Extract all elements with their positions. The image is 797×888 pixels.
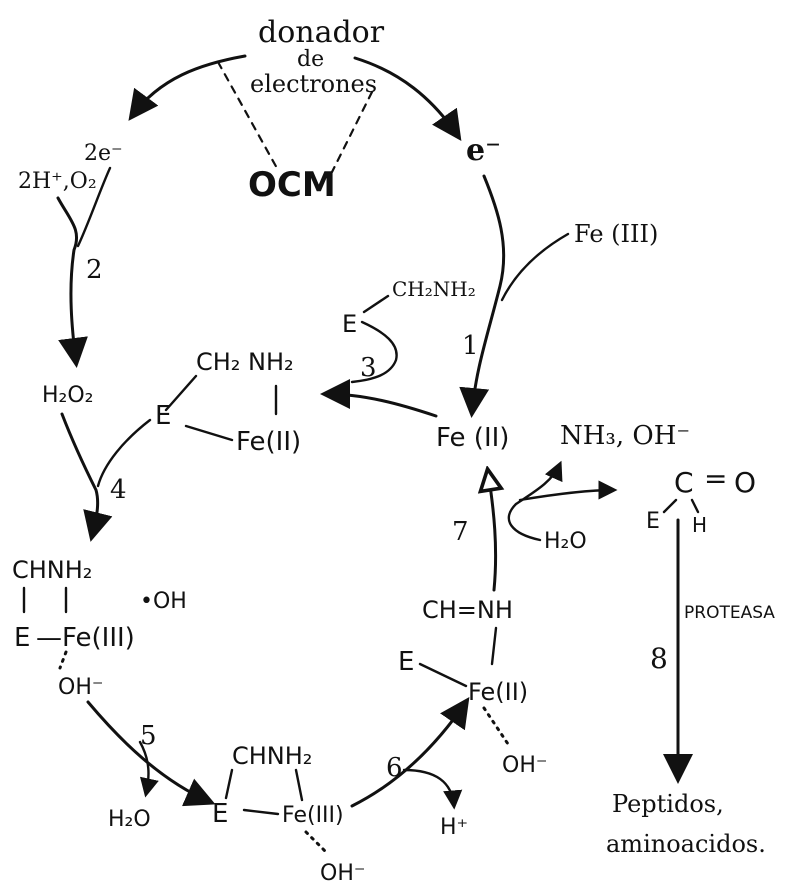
imine-complex-metal: Fe(II) (468, 678, 528, 706)
water-5: H₂O (108, 807, 151, 832)
arrow-step-7-aldehyde (518, 480, 618, 502)
products-final-line-1: Peptidos, (612, 790, 724, 818)
arrow-step-6-proton (402, 768, 463, 810)
aldehyde-o: O (734, 466, 756, 499)
imine-complex-bond-v (490, 626, 498, 666)
electron-join-2 (76, 166, 112, 248)
imine-complex-bond-e (418, 662, 468, 688)
aldehyde-e: E (646, 509, 660, 534)
enzyme-free-group: CH₂NH₂ (392, 277, 476, 301)
arrow-step-1 (459, 174, 506, 418)
fe2-center-label: Fe (II) (436, 423, 509, 453)
step-8-label: 8 (650, 642, 668, 675)
aldehyde-h: H (692, 513, 707, 537)
arrow-step-3 (320, 379, 438, 418)
complex-fe3-radical: •OH (140, 589, 187, 614)
radical-complex-bond-left (224, 768, 234, 800)
step-1-label: 1 (462, 331, 479, 361)
step-2-label: 2 (86, 255, 103, 285)
radical-complex-dots (304, 830, 330, 856)
products-final-line-2: aminoacidos. (606, 830, 766, 858)
arrow-donor-to-left (128, 54, 247, 121)
imine-complex-e: E (398, 647, 414, 677)
left-reactants: 2H⁺,O₂ (18, 169, 97, 194)
complex-fe2-bond-e (164, 374, 198, 412)
arrow-step-4-join (96, 418, 152, 488)
fe3-join (500, 232, 570, 302)
arrow-step-5 (86, 700, 216, 807)
products-nh3: NH₃, OH⁻ (560, 421, 690, 451)
complex-fe2-bond-fe (184, 424, 234, 442)
proton-label: H⁺ (440, 815, 468, 840)
fe3-input-label: Fe (III) (574, 220, 658, 248)
arrow-step-4 (60, 412, 113, 542)
dash-line-right (330, 90, 374, 174)
h2o2-label: H₂O₂ (42, 383, 94, 408)
aldehyde-eq: = (704, 462, 727, 495)
complex-fe2-e: E (155, 401, 171, 431)
complex-fe3-e: E (14, 623, 30, 653)
protease-label: PROTEASA (684, 603, 775, 623)
aldehyde-bond-e (662, 498, 678, 514)
left-electrons: 2e⁻ (84, 141, 123, 166)
donor-line-3: electrones (250, 70, 377, 98)
enzyme-free-e: E (342, 310, 357, 338)
donor-line-1: donador (258, 15, 385, 50)
complex-fe3-ligand: OH⁻ (58, 675, 103, 700)
radical-complex-metal: Fe(III) (282, 803, 344, 828)
arrow-step-7 (488, 472, 496, 592)
step-4-label: 4 (110, 475, 127, 505)
arrow-step-2 (56, 196, 88, 368)
aldehyde-bond-h (690, 498, 700, 514)
imine-complex-group: CH=NH (422, 596, 513, 624)
radical-complex-group: CHNH₂ (232, 742, 312, 770)
imine-complex-dots (482, 706, 510, 746)
complex-fe3-dots (58, 650, 68, 670)
dash-line-left (216, 60, 280, 172)
radical-complex-ligand: OH⁻ (320, 861, 365, 886)
e-right-label: e⁻ (466, 133, 501, 168)
arrow-step-6 (350, 697, 470, 808)
arrow-donor-to-e-right (353, 56, 462, 141)
ocm-label: OCM (248, 165, 336, 205)
radical-complex-bond-right (294, 768, 304, 802)
radical-complex-bond-fe (242, 808, 280, 816)
step-5-label: 5 (140, 721, 157, 751)
imine-complex-ligand: OH⁻ (502, 753, 547, 778)
water-7: H₂O (544, 529, 587, 554)
radical-complex-e: E (212, 799, 228, 829)
step-3-label: 3 (360, 353, 377, 383)
arrow-step-5-water (138, 740, 159, 798)
complex-fe3-metal: —Fe(III) (36, 623, 135, 653)
arrow-step-7-water (507, 460, 563, 542)
aldehyde-c: C (674, 466, 694, 499)
arrow-step-3-feed (350, 320, 398, 384)
donor-line-2: de (297, 47, 324, 72)
step-7-label: 7 (452, 517, 469, 547)
complex-fe2-metal: Fe(II) (236, 427, 301, 457)
electron-donor: donador de electrones (250, 15, 385, 98)
complex-fe3-group: CHNH₂ (12, 556, 92, 584)
step-6-label: 6 (386, 753, 403, 783)
complex-fe2-group: CH₂ NH₂ (196, 348, 294, 376)
enzyme-free-bond (362, 294, 390, 314)
